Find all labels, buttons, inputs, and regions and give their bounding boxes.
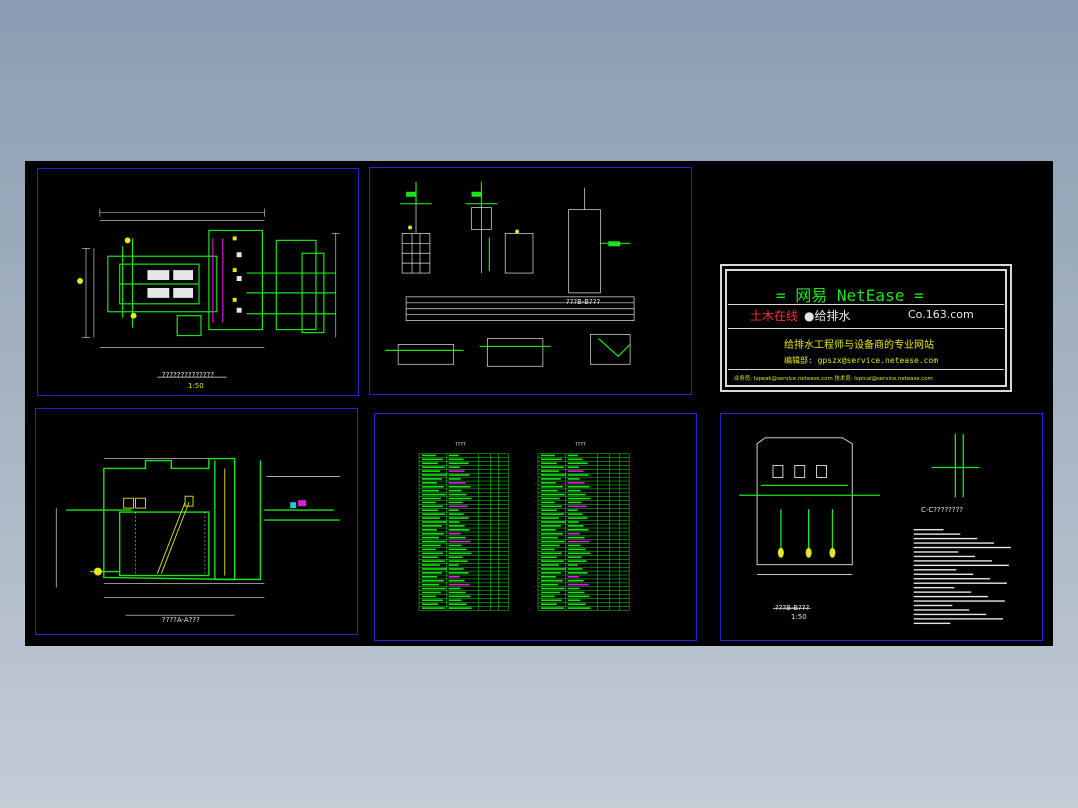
section-a-label: ????A-A??? <box>162 616 200 624</box>
section-b-scale: 1:50 <box>791 613 807 621</box>
sheet-details: ???B-B??? <box>369 167 692 395</box>
title-block-divider-2 <box>728 328 1004 329</box>
plan-drawing <box>77 208 340 378</box>
title-block-editor: 编辑部: gpszx@service.netease.com <box>784 356 939 365</box>
title-block-site-left: 土木在线 <box>750 309 799 323</box>
details-drawing <box>385 181 635 367</box>
sheet-plan: ?????????????? 1:50 <box>37 168 359 396</box>
title-block-footer: 业务员: lvpeak@service.netease.com 技术员: lvp… <box>734 376 933 382</box>
title-block-inner-frame <box>725 269 1007 387</box>
cad-drawing-canvas[interactable]: ?????????????? 1:50 <box>25 161 1053 646</box>
sheet-section-b: ???B-B??? 1:50 C-C???????? <box>720 413 1043 641</box>
section-c-label: C-C???????? <box>921 506 964 514</box>
table-left-header: ???? <box>455 442 466 448</box>
title-block-site-mid: ●给排水 <box>804 309 851 323</box>
title-block-divider-1 <box>728 304 1004 305</box>
title-block-slogan: 给排水工程师与设备商的专业网站 <box>784 340 934 351</box>
title-block-divider-3 <box>728 369 1004 370</box>
plan-scale: 1:50 <box>188 382 204 390</box>
section-b-label: ???B-B??? <box>775 604 810 612</box>
table-right-header: ???? <box>575 442 586 448</box>
section-a-drawing <box>55 457 340 616</box>
sheet-section-a: ????A-A??? <box>35 408 358 635</box>
details-label-b: ???B-B??? <box>566 298 601 306</box>
title-block: = 网易 NetEase = 土木在线 ●给排水 Co.163.com 给排水工… <box>720 264 1012 392</box>
tables-drawing <box>418 453 630 611</box>
title-block-site-right: Co.163.com <box>908 308 974 321</box>
section-b-drawing <box>739 433 1011 625</box>
title-block-brand: = 网易 NetEase = <box>776 286 924 305</box>
plan-label: ?????????????? <box>162 371 215 379</box>
sheet-tables: ???? ???? <box>374 413 697 641</box>
